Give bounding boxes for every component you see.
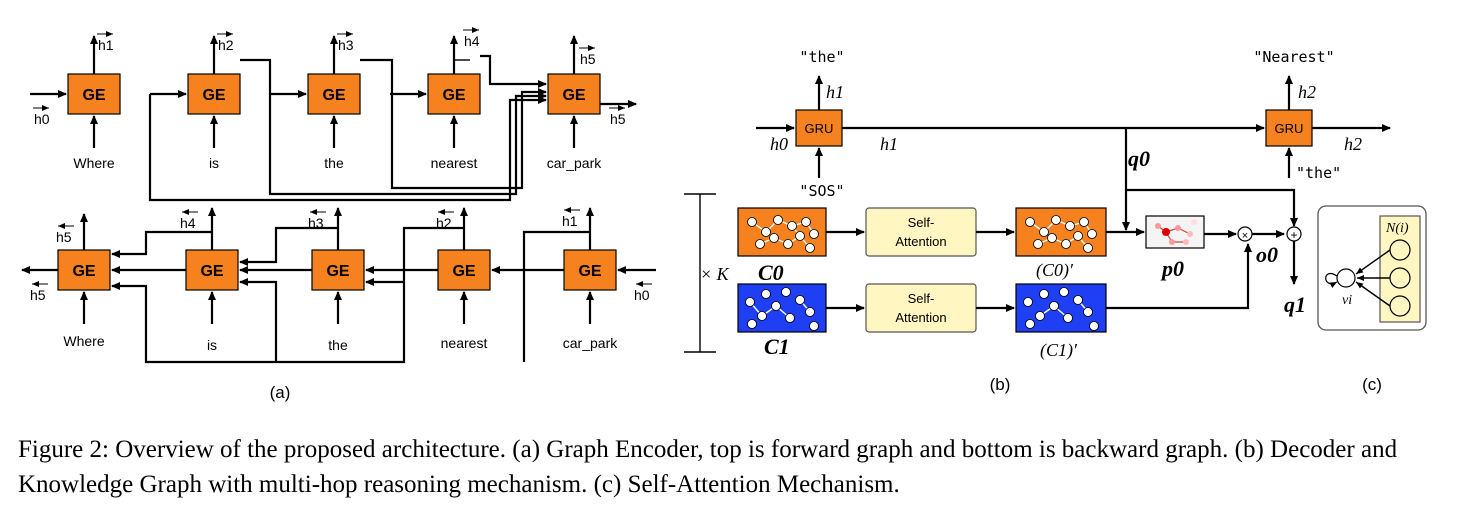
ge-label: GE [72,263,95,280]
p0-label: p0 [1160,256,1184,281]
ge-node-bwd-4 [437,249,491,291]
word-label: Where [63,333,104,349]
h-label-bwd: h1 [562,213,578,229]
word-label: Where [73,155,114,171]
h-label-fwd: h2 [218,37,234,53]
ni-label: N(i) [1385,221,1409,236]
output-word-nearest: "Nearest" [1253,48,1334,66]
input-word-the: "the" [1296,164,1341,182]
ge-node-fwd-1 [67,73,121,115]
ge-label: GE [452,263,475,280]
h-label-fwd: h3 [338,37,354,53]
self-attention-label: Attention [895,310,946,325]
h-label-fwd: h5 [580,51,596,67]
q1-label: q1 [1284,292,1306,317]
c0-graph [737,207,827,257]
c1-prime-graph [1015,283,1107,333]
h-label-bwd: h2 [436,215,452,231]
h-label-fwd: h4 [464,33,480,49]
c1-prime-label: (C1)′ [1040,340,1078,361]
backward-graph: GE GE GE GE GE [21,207,656,364]
word-label: nearest [441,335,488,351]
h5-out-label: h5 [610,111,626,127]
ge-label: GE [82,87,105,104]
ge-label: GE [578,263,601,280]
self-attention-label: Self- [908,291,935,306]
h-label-bwd: h4 [180,215,196,231]
subtitle-a: (a) [270,383,291,402]
h-label-fwd: h1 [98,37,114,53]
h0-label: h0 [34,111,50,127]
panel-c: N(i) vi (c) [1317,205,1427,394]
h5-label-bwd: h5 [56,229,72,245]
word-label: the [324,155,344,171]
word-label: is [209,155,219,171]
panel-b: GRU "the" h1 h0 h1 "SOS" GRU "Nearest" h… [684,48,1391,394]
self-attention-label: Self- [908,215,935,230]
c0-prime-label: (C0)′ [1036,260,1074,281]
self-attention-label: Attention [895,234,946,249]
o0-label: o0 [1256,242,1278,267]
ge-node-fwd-2 [187,73,241,115]
subtitle-c: (c) [1362,375,1382,394]
h-label-bwd: h3 [308,215,324,231]
word-label: the [328,337,348,353]
c0-prime-graph [1015,207,1107,257]
vector-arrows-back [32,207,652,287]
gru-label: GRU [1275,121,1304,136]
ge-label: GE [326,263,349,280]
p0-attention-graph [1145,215,1205,249]
subtitle-b: (b) [990,375,1011,394]
ge-label: GE [202,87,225,104]
architecture-figure: GE GE GE GE GE [21,27,1427,402]
forward-graph: GE GE GE GE GE [30,27,637,202]
h0-label-bwd: h0 [634,287,650,303]
h5-out-label-bwd: h5 [30,287,46,303]
ge-node-fwd-5 [547,73,601,115]
h1-out-label: h1 [826,82,844,102]
figure-caption: Figure 2: Overview of the proposed archi… [18,436,1398,498]
ge-label: GE [562,87,585,104]
ge-node-bwd-2 [185,249,239,291]
word-label: nearest [431,155,478,171]
word-label: car_park [563,335,618,351]
input-word-sos: "SOS" [799,182,844,200]
gru-label: GRU [805,121,834,136]
vector-arrows [33,27,625,111]
c0-label: C0 [758,260,784,285]
h1-mid-label: h1 [880,134,898,154]
h2-out-label: h2 [1298,82,1316,102]
multiply-symbol: × [1242,230,1248,242]
add-symbol: + [1290,228,1297,242]
times-k-label: × K [700,264,730,284]
ge-node-fwd-4 [427,73,481,115]
word-label: car_park [547,155,602,171]
panel-a: GE GE GE GE GE [21,27,656,402]
c1-label: C1 [764,334,790,359]
output-word-the: "the" [799,48,844,66]
word-label: is [207,337,217,353]
ge-label: GE [200,263,223,280]
h0-label: h0 [770,134,788,154]
q0-label: q0 [1128,146,1150,171]
c1-graph [737,283,827,333]
ge-label: GE [322,87,345,104]
vi-label: vi [1342,293,1352,308]
h2-right-label: h2 [1344,134,1362,154]
ge-label: GE [442,87,465,104]
